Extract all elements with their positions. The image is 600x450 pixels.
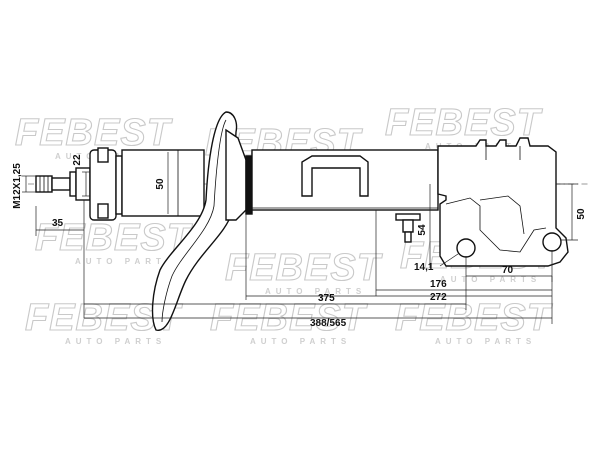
- bracket-inner-edge: [445, 197, 547, 253]
- dim-label-22: 22: [72, 154, 83, 166]
- watermark-mid-center: FEBEST AUTO PARTS: [224, 246, 383, 296]
- stud-body: [402, 219, 414, 233]
- dim-label-14-1: 14,1: [414, 262, 434, 273]
- spring-seat: [151, 111, 253, 331]
- mount-washer: [115, 155, 123, 215]
- mount-hole-upper: [456, 238, 476, 258]
- watermark-text: FEBEST: [15, 112, 173, 154]
- dim-label-54: 54: [417, 224, 428, 236]
- spring-seat-bumper: [245, 155, 253, 215]
- dim-label-50-right: 50: [576, 208, 587, 220]
- watermark-mid-left: FEBEST AUTO PARTS: [34, 216, 193, 266]
- dust-cover: [121, 149, 205, 217]
- hose-bracket: [301, 155, 369, 197]
- watermark-subtext: AUTO PARTS: [65, 337, 166, 346]
- dimension-lines: [22, 152, 578, 324]
- watermark-text: FEBEST: [35, 217, 193, 259]
- thread-size-label: M12X1,25: [12, 163, 23, 209]
- dim-label-50-left: 50: [155, 178, 166, 190]
- watermark-subtext: AUTO PARTS: [435, 337, 536, 346]
- mount-lug-bottom: [97, 203, 109, 219]
- watermark-text: FEBEST: [225, 247, 383, 289]
- stabilizer-stud: [395, 213, 421, 243]
- watermark-subtext: AUTO PARTS: [75, 257, 176, 266]
- stud-bushing: [75, 167, 91, 201]
- watermark-text: FEBEST: [385, 102, 543, 144]
- dim-label-375: 375: [318, 293, 335, 304]
- watermark-subtext: AUTO PARTS: [265, 287, 366, 296]
- dim-label-176: 176: [430, 279, 447, 290]
- dim-label-272: 272: [430, 292, 447, 303]
- dim-label-70: 70: [502, 265, 514, 276]
- bracket-rib: [479, 195, 525, 235]
- top-mount: [89, 147, 123, 221]
- watermark-subtext: AUTO PARTS: [250, 337, 351, 346]
- watermark-subtext: AUTO PARTS: [440, 275, 541, 284]
- spring-seat-inner-line: [161, 119, 227, 323]
- dim-label-35: 35: [52, 218, 64, 229]
- mount-lug-top: [97, 147, 109, 163]
- dimension-labels: M12X1,25 22 50 35 54 50 14,1 70 176 375 …: [12, 154, 587, 329]
- stud-tip: [404, 231, 412, 243]
- threaded-stud: [35, 167, 91, 201]
- bracket-body: [437, 137, 569, 267]
- stud-plate: [395, 213, 421, 221]
- stud-collar: [69, 171, 77, 197]
- mount-hole-lower: [542, 232, 562, 252]
- stud-shank: [51, 177, 71, 191]
- dim-label-388-565: 388/565: [310, 318, 347, 329]
- watermark-layer: FEBEST AUTO PARTS FEBEST AUTO PARTS FEBE…: [14, 101, 557, 346]
- dim-leader-14-1: [439, 253, 459, 267]
- knuckle-bracket: [437, 137, 569, 267]
- upper-body: [121, 149, 205, 217]
